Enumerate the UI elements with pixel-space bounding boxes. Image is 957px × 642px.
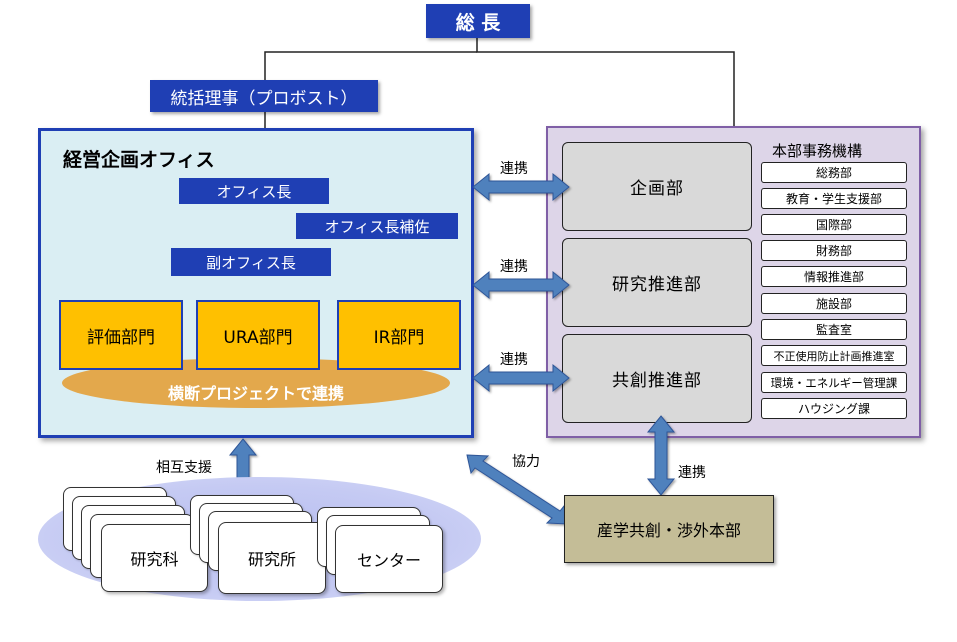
office-head-box: オフィス長 [179,178,329,204]
collaboration-label: 協力 [512,454,540,470]
dept-planning: 企画部 [562,142,752,231]
office-title: 経営企画オフィス [63,149,215,171]
cooperation-label-1: 連携 [500,161,528,177]
sub-dept-general-affairs: 総務部 [761,162,907,183]
cooperation-label-2: 連携 [500,259,528,275]
cooperation-arrow-3 [472,363,570,393]
sub-dept-misuse-prevention: 不正使用防止計画推進室 [761,345,907,366]
sub-dept-audit: 監査室 [761,319,907,340]
cooperation-arrow-1 [472,172,570,202]
office-assistant-box: オフィス長補佐 [296,213,458,239]
division-ir: IR部門 [337,300,461,370]
sub-dept-finance: 財務部 [761,240,907,261]
sub-dept-housing: ハウジング課 [761,398,907,419]
cooperation-arrow-vertical [646,415,676,496]
cooperation-label-3: 連携 [500,352,528,368]
dept-co-creation: 共創推進部 [562,334,752,423]
division-ura: URA部門 [196,300,320,370]
industry-hq-box: 産学共創・渉外本部 [564,495,774,563]
cross-project-label: 横断プロジェクトで連携 [167,384,344,403]
sub-dept-international: 国際部 [761,214,907,235]
cooperation-label-vertical: 連携 [678,465,706,481]
mutual-support-label: 相互支援 [156,460,212,476]
cooperation-arrow-2 [472,270,570,300]
unit-research-institutes: 研究所 [218,522,326,594]
hq-title: 本部事務機構 [772,142,863,160]
president-box: 総 長 [426,4,530,38]
deputy-head-box: 副オフィス長 [171,248,331,276]
sub-dept-facilities: 施設部 [761,293,907,314]
unit-centers: センター [335,525,443,593]
division-evaluation: 評価部門 [59,300,183,370]
sub-dept-information: 情報推進部 [761,266,907,287]
sub-dept-education: 教育・学生支援部 [761,188,907,209]
provost-box: 統括理事（プロボスト） [150,80,378,112]
sub-dept-environment-energy: 環境・エネルギー管理課 [761,372,907,393]
